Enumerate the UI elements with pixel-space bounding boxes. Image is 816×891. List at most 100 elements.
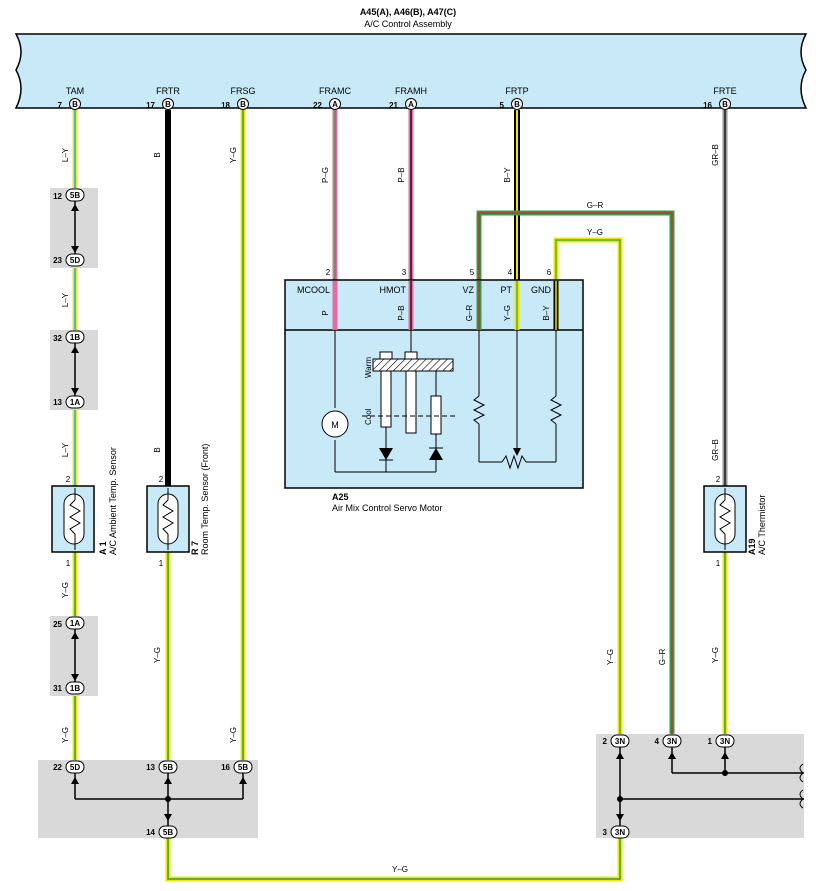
svg-text:14: 14 [146,828,155,837]
svg-text:A: A [332,100,338,109]
wire-label-framc: P–G [321,167,330,183]
svg-text:B–Y: B–Y [542,305,551,321]
svg-text:13: 13 [146,763,155,772]
svg-text:13: 13 [53,398,62,407]
svg-text:3N: 3N [615,737,625,746]
svg-text:1: 1 [716,559,721,568]
ground-junction-right: 2 3N 4 3N 1 3N 3 3N [596,734,804,839]
assembly-pin-connectors: 7 B 17 B 18 B 22 A 21 A 5 B [58,98,731,110]
svg-text:5B: 5B [163,763,173,772]
pin-frtr: 17 B [146,98,174,110]
svg-text:21: 21 [389,101,398,110]
ground-junction-left: 22 5D 13 5B 16 5B 14 5B [38,760,258,839]
sensor-a1: 2 1 A 1 A/C Ambient Temp. Sensor [51,447,118,568]
svg-text:A: A [408,100,414,109]
svg-text:P–B: P–B [397,305,406,320]
wire-label-g-r-2: G–R [658,649,667,666]
wire-label-frtr: B [153,152,162,157]
servo-name: Air Mix Control Servo Motor [332,503,443,513]
pin-frtp: 5 B [500,98,523,110]
svg-text:3: 3 [402,268,407,277]
wire-label-g-r: G–R [587,201,604,210]
svg-text:16: 16 [703,101,712,110]
wire-label-frsg: Y–G [229,147,238,163]
svg-text:G–R: G–R [465,305,474,322]
servo-pin-pt: PT [500,285,512,295]
sensor-a19-id: A19 [747,538,757,555]
sensor-r7-id: R 7 [190,541,200,555]
junction-connector-1: 12 5B 23 5D [50,188,98,268]
servo-pin-vz: VZ [462,285,474,295]
wire-label-frsg-2: Y–G [229,727,238,743]
servo-internal-circuit [334,330,563,473]
junction-connector-3: 25 1A 31 1B [50,616,98,696]
svg-text:Y–G: Y–G [503,305,512,321]
wire-label-a1-out-2: Y–G [61,727,70,743]
wire-label-a19-out: Y–G [711,647,720,663]
wire-label-frtp: B–Y [503,167,512,183]
servo-pin-hmot: HMOT [380,285,407,295]
wire-bottom-y-g [165,838,623,882]
wire-label-bottom: Y–G [392,865,408,874]
svg-text:2: 2 [66,475,71,484]
svg-text:B: B [165,100,171,109]
diode-icon-2 [429,448,443,460]
svg-text:16: 16 [221,763,230,772]
svg-text:5D: 5D [70,256,80,265]
motor-label: M [331,420,339,430]
wire-g-r [476,210,675,740]
assembly-title: A/C Control Assembly [364,19,452,29]
sensor-a1-name: A/C Ambient Temp. Sensor [108,447,118,555]
svg-text:6: 6 [547,268,552,277]
svg-text:22: 22 [313,101,322,110]
sensor-r7-name: Room Temp. Sensor (Front) [200,444,210,555]
sensor-a1-id: A 1 [98,541,108,555]
junction-connector-2: 32 1B 13 1A [50,330,98,410]
svg-text:1B: 1B [70,333,80,342]
svg-text:1A: 1A [70,619,80,628]
sensor-a19-name: A/C Thermistor [757,495,767,555]
svg-text:B: B [240,100,246,109]
svg-text:5D: 5D [70,763,80,772]
sensor-r7: 2 1 R 7 Room Temp. Sensor (Front) [146,444,210,568]
wire-label-tam-2: L–Y [61,292,70,307]
svg-text:17: 17 [146,101,155,110]
wire-label-a1-out: Y–G [61,582,70,598]
svg-text:2: 2 [603,737,608,746]
wire-label-r7-out: Y–G [153,647,162,663]
wire-label-tam: L–Y [61,147,70,162]
svg-text:5: 5 [470,268,475,277]
wire-color-labels: L–Y L–Y L–Y B B Y–G Y–G P–G P–B B–Y GR–B… [61,144,720,874]
svg-text:B: B [514,100,520,109]
wire-y-g [553,237,623,740]
wire-label-framh: P–B [397,167,406,182]
svg-text:3N: 3N [615,828,625,837]
pin-name-frtp: FRTP [505,86,528,96]
svg-text:1: 1 [66,559,71,568]
svg-text:5B: 5B [238,763,248,772]
svg-text:2: 2 [159,475,164,484]
pin-name-frte: FRTE [713,86,736,96]
servo-id: A25 [332,492,349,502]
svg-text:3N: 3N [667,737,677,746]
pin-name-frtr: FRTR [156,86,180,96]
pin-framc: 22 A [313,98,341,110]
svg-text:32: 32 [53,334,62,343]
svg-text:31: 31 [53,684,62,693]
svg-text:22: 22 [53,763,62,772]
pin-name-framh: FRAMH [395,86,427,96]
servo-pin-mcool: MCOOL [297,285,330,295]
svg-text:5: 5 [500,101,505,110]
svg-text:3: 3 [603,828,608,837]
wire-label-frtr-2: B [153,447,162,452]
svg-text:1: 1 [159,559,164,568]
cool-label: Cool [364,408,373,425]
servo-pin-gnd: GND [531,285,552,295]
svg-text:B: B [72,100,78,109]
svg-text:1: 1 [708,737,713,746]
wire-label-y-g: Y–G [587,228,603,237]
sensor-a19: 2 1 A19 A/C Thermistor [703,475,767,568]
assembly-pin-labels: TAM FRTR FRSG FRAMC FRAMH FRTP FRTE [66,86,737,96]
svg-text:2: 2 [716,475,721,484]
diode-icon [379,448,393,460]
